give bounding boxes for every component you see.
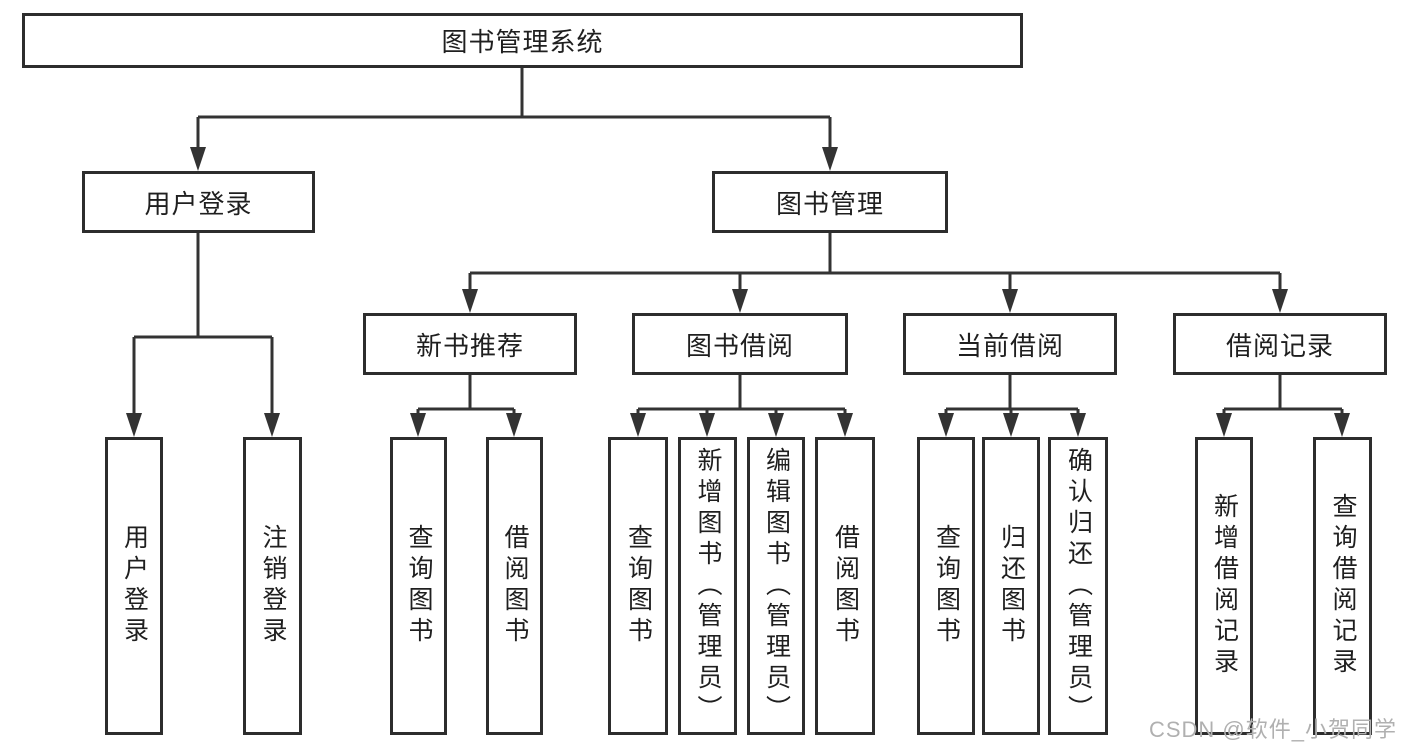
node-label: 借阅记录 (1225, 330, 1334, 361)
node-leaf-confirm-return-admin: 确认归还（管理员） (1048, 437, 1108, 735)
node-leaf-edit-books-admin: 编辑图书（管理员） (747, 437, 805, 735)
node-label: 新书推荐 (415, 330, 524, 361)
node-leaf-borrow-books-newbooks: 借阅图书 (486, 437, 543, 735)
node-label: 查询图书 (932, 524, 961, 648)
node-leaf-logout: 注销登录 (243, 437, 302, 735)
node-leaf-user-login: 用户登录 (105, 437, 163, 735)
node-label: 用户登录 (120, 524, 149, 648)
node-leaf-query-books-borrowing: 查询图书 (608, 437, 668, 735)
node-label: 确认归还（管理员） (1064, 446, 1093, 726)
node-label: 借阅图书 (831, 524, 860, 648)
node-book-management-system: 图书管理系统 (22, 13, 1023, 68)
node-user-login: 用户登录 (82, 171, 315, 233)
arrowhead (732, 289, 748, 313)
arrowhead (126, 413, 142, 437)
node-label: 新增借阅记录 (1210, 493, 1239, 679)
arrowhead (506, 413, 522, 437)
node-book-borrowing: 图书借阅 (632, 313, 848, 375)
node-leaf-add-books-admin: 新增图书（管理员） (678, 437, 737, 735)
node-leaf-query-books-newbooks: 查询图书 (390, 437, 447, 735)
node-label: 图书借阅 (685, 330, 794, 361)
tree-edges (132, 68, 1344, 416)
arrowhead (768, 413, 784, 437)
node-label: 图书管理系统 (441, 27, 604, 57)
node-book-management: 图书管理 (712, 171, 948, 233)
arrowhead (837, 413, 853, 437)
node-leaf-query-books-current: 查询图书 (917, 437, 975, 735)
node-current-borrowing: 当前借阅 (903, 313, 1117, 375)
arrowhead (1070, 413, 1086, 437)
node-leaf-return-books: 归还图书 (982, 437, 1040, 735)
arrowhead (1003, 413, 1019, 437)
arrowhead (699, 413, 715, 437)
node-label: 当前借阅 (955, 330, 1064, 361)
arrowhead (1216, 413, 1232, 437)
node-leaf-borrow-books-borrowing: 借阅图书 (815, 437, 875, 735)
node-label: 查询借阅记录 (1329, 493, 1357, 679)
node-label: 图书管理 (775, 188, 884, 219)
arrowhead (630, 413, 646, 437)
node-borrow-records: 借阅记录 (1173, 313, 1387, 375)
csdn-watermark: CSDN @软件_小贺同学 (1148, 717, 1397, 742)
node-label: 注销登录 (259, 524, 287, 648)
arrowhead (822, 147, 838, 171)
arrowhead (1002, 289, 1018, 313)
node-label: 编辑图书（管理员） (762, 446, 791, 726)
node-label: 借阅图书 (501, 524, 529, 648)
arrowhead (410, 413, 426, 437)
node-leaf-query-borrow-record: 查询借阅记录 (1313, 437, 1372, 735)
arrowhead (938, 413, 954, 437)
arrowhead (1272, 289, 1288, 313)
node-new-book-recommend: 新书推荐 (363, 313, 577, 375)
node-label: 查询图书 (624, 524, 653, 648)
arrowhead (462, 289, 478, 313)
arrowhead (1334, 413, 1350, 437)
arrowhead (190, 147, 206, 171)
node-label: 归还图书 (997, 524, 1026, 648)
node-label: 查询图书 (405, 524, 433, 648)
arrowhead (264, 413, 280, 437)
node-label: 用户登录 (144, 188, 253, 219)
node-label: 新增图书（管理员） (694, 446, 722, 726)
node-leaf-add-borrow-record: 新增借阅记录 (1195, 437, 1253, 735)
